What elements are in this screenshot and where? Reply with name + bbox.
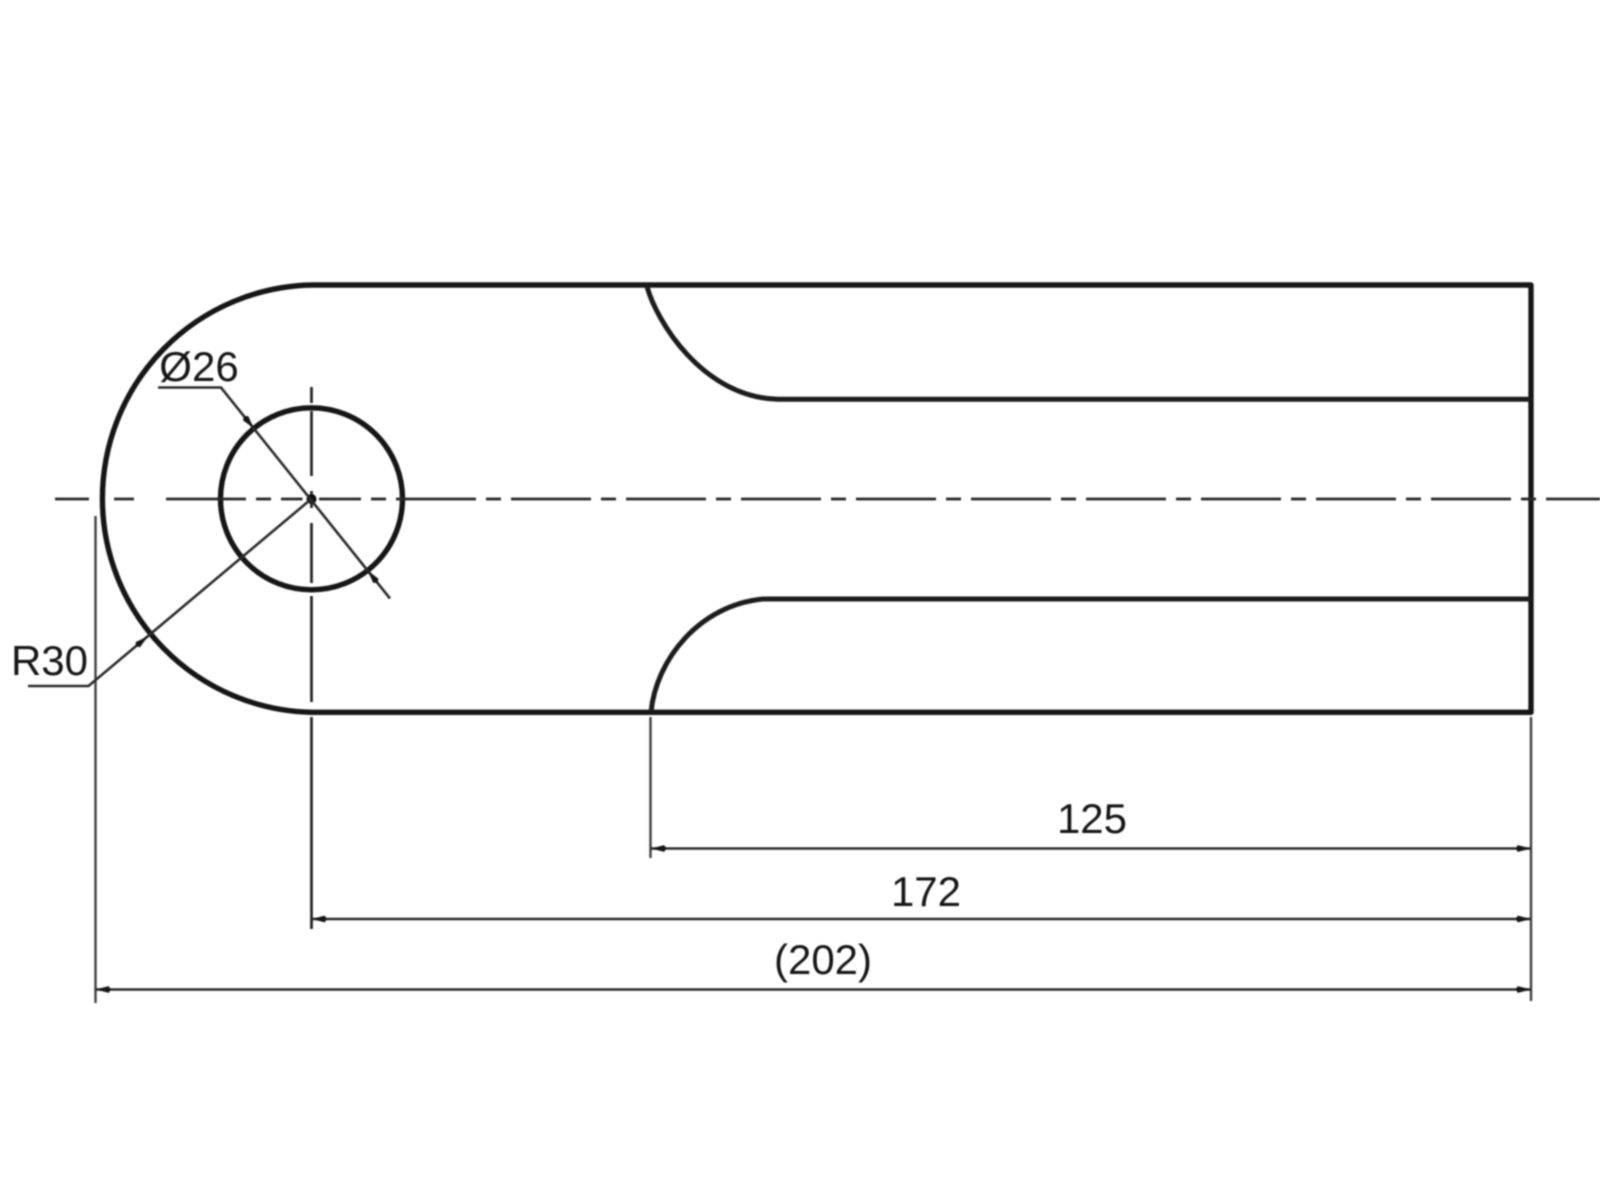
svg-text:R30: R30 bbox=[11, 637, 88, 684]
svg-text:172: 172 bbox=[891, 868, 961, 915]
svg-text:(202): (202) bbox=[774, 936, 872, 983]
svg-text:Ø26: Ø26 bbox=[159, 343, 238, 390]
svg-text:125: 125 bbox=[1057, 795, 1127, 842]
